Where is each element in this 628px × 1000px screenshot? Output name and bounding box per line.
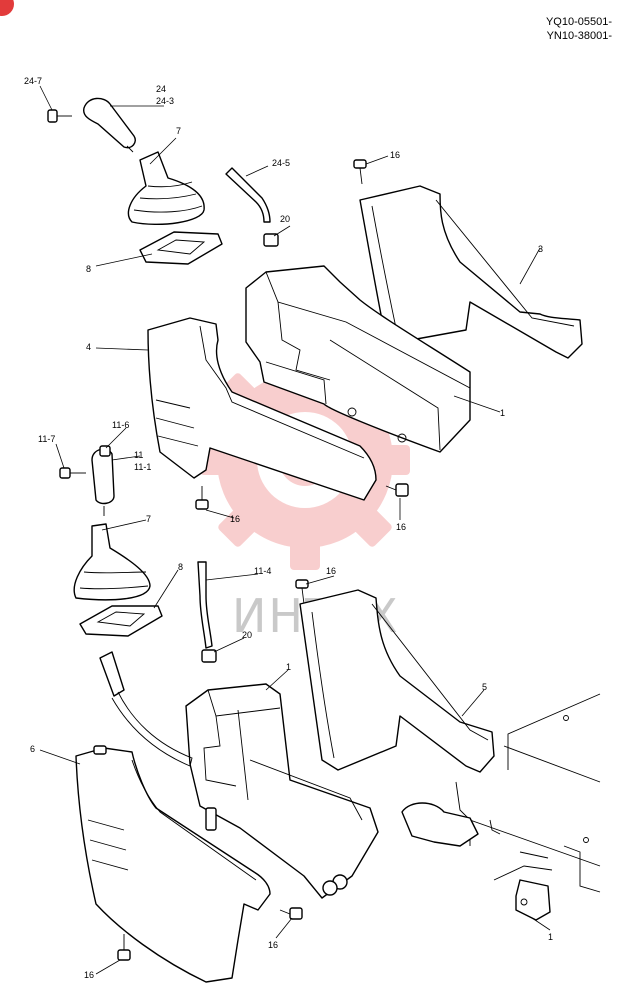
lever-handle xyxy=(99,651,193,767)
console-frame-lower xyxy=(185,683,379,899)
shift-rod-lower xyxy=(197,561,213,649)
callout-labels: 24-7 24 24-3 7 24-5 16 20 3 8 4 1 11-6 1… xyxy=(24,76,553,980)
callout-16-mid-right: 16 xyxy=(396,522,406,532)
console-frame-upper xyxy=(245,265,471,453)
callout-24-5: 24-5 xyxy=(272,158,290,168)
corner-logo-icon xyxy=(0,0,14,16)
callout-11-4: 11-4 xyxy=(254,566,271,576)
bolt-16-lower xyxy=(295,579,309,605)
callout-16-bottom: 16 xyxy=(84,970,94,980)
side-cover-4 xyxy=(147,317,377,501)
callout-5: 5 xyxy=(482,682,487,692)
bolt-16-top xyxy=(353,159,367,185)
shift-boot-upper xyxy=(127,151,205,226)
model-code-2: YN10-38001- xyxy=(546,30,612,42)
callout-1-lower: 1 xyxy=(286,662,291,672)
chassis-frame xyxy=(401,693,601,893)
bolt-16-bottom xyxy=(117,934,131,961)
callout-24: 24 xyxy=(156,84,166,94)
screw-24-7 xyxy=(47,109,72,123)
callout-8-bottom: 8 xyxy=(178,562,183,572)
callout-20-top: 20 xyxy=(280,214,290,224)
callout-1-mid: 1 xyxy=(500,408,505,418)
callout-16-lower: 16 xyxy=(326,566,336,576)
callout-16-lower-right: 16 xyxy=(268,940,278,950)
callout-20-bottom: 20 xyxy=(242,630,252,640)
shift-knob-lower xyxy=(91,445,115,516)
callout-24-7: 24-7 xyxy=(24,76,42,86)
leader-lines xyxy=(39,85,551,975)
callout-3: 3 xyxy=(538,244,543,254)
shift-boot-lower xyxy=(73,523,151,601)
callout-7-bottom: 7 xyxy=(146,514,151,524)
callout-11-6: 11-6 xyxy=(112,420,129,430)
callout-6: 6 xyxy=(30,744,35,754)
side-cover-3 xyxy=(359,185,583,359)
bolt-16-lower-right xyxy=(279,907,303,920)
bezel-plate-upper xyxy=(139,231,223,265)
model-code-1: YQ10-05501- xyxy=(545,16,612,28)
callout-16-top: 16 xyxy=(390,150,400,160)
screw-11-7 xyxy=(59,467,86,479)
callout-7-top: 7 xyxy=(176,126,181,136)
side-cover-5 xyxy=(299,589,495,773)
nut-20-lower xyxy=(201,649,217,663)
bracket-1-bottom-right xyxy=(515,879,551,921)
bolt-16-mid-left xyxy=(195,486,209,510)
nut-20-upper xyxy=(263,233,279,247)
callout-11-1: 11-1 xyxy=(134,462,151,472)
shift-rod-upper xyxy=(225,167,271,223)
bezel-plate-lower xyxy=(79,605,163,637)
side-cover-6 xyxy=(75,745,271,983)
bolt-16-mid-right xyxy=(385,483,409,497)
callout-11-7: 11-7 xyxy=(38,434,55,444)
callout-8-top: 8 xyxy=(86,264,91,274)
shift-knob-upper xyxy=(83,97,136,153)
callout-4: 4 xyxy=(86,342,91,352)
callout-1-bottom-right: 1 xyxy=(548,932,553,942)
callout-11: 11 xyxy=(134,450,143,460)
callout-24-3: 24-3 xyxy=(156,96,174,106)
callout-16-mid-left: 16 xyxy=(230,514,240,524)
